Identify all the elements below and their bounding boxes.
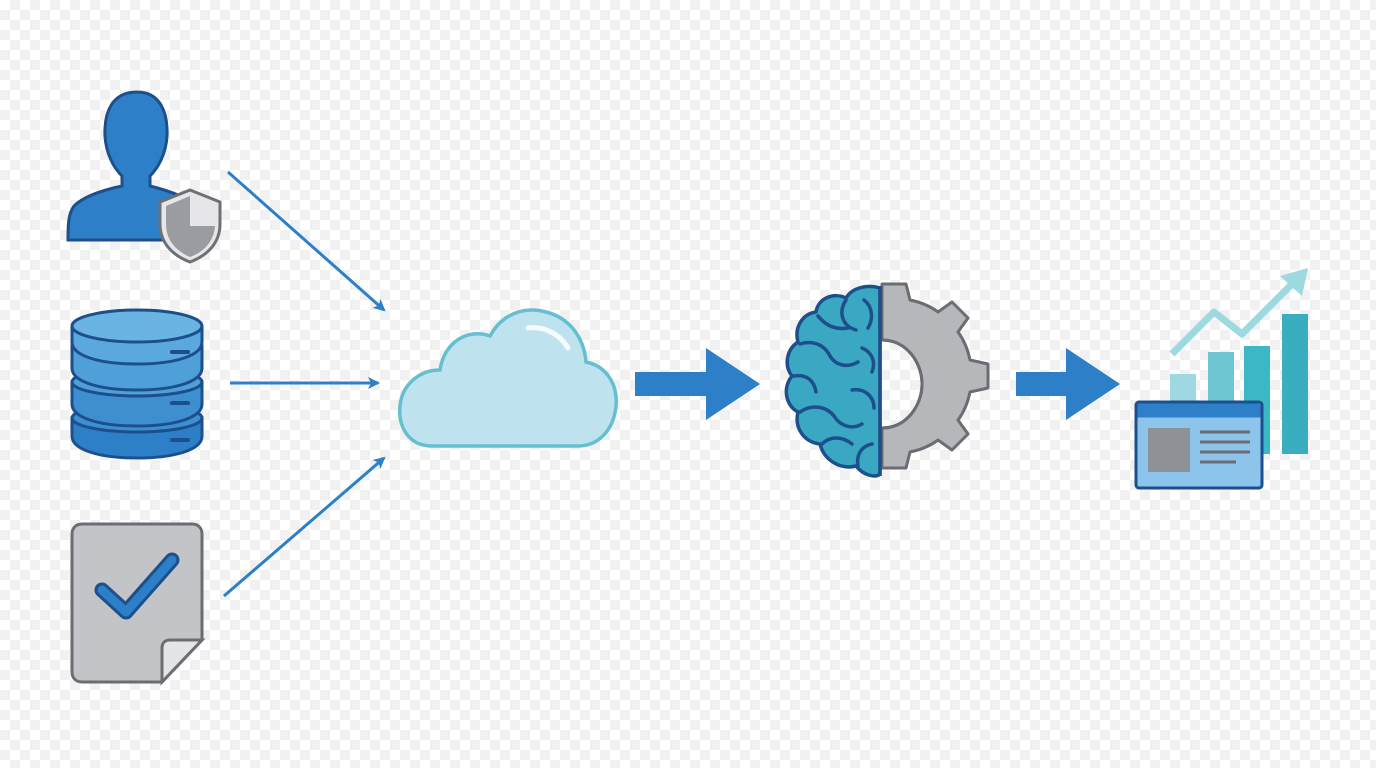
arrow-cloud-to-ai	[635, 348, 760, 420]
brain-icon	[784, 284, 882, 478]
document-check-icon	[70, 522, 206, 686]
dashboard-chart-icon	[1134, 268, 1308, 490]
gear-icon	[880, 282, 990, 470]
trend-arrow-icon	[1169, 268, 1308, 357]
shield-icon	[158, 188, 222, 264]
dashboard-panel	[1134, 400, 1264, 490]
database-icon	[70, 308, 204, 460]
arrow-ai-to-dashboard	[1016, 348, 1120, 420]
user-shield-icon	[66, 90, 222, 264]
arrow-document-to-cloud	[223, 456, 386, 598]
arrow-user-to-cloud	[227, 170, 386, 312]
brain-gear-icon	[784, 282, 990, 478]
cloud-icon	[398, 308, 618, 448]
